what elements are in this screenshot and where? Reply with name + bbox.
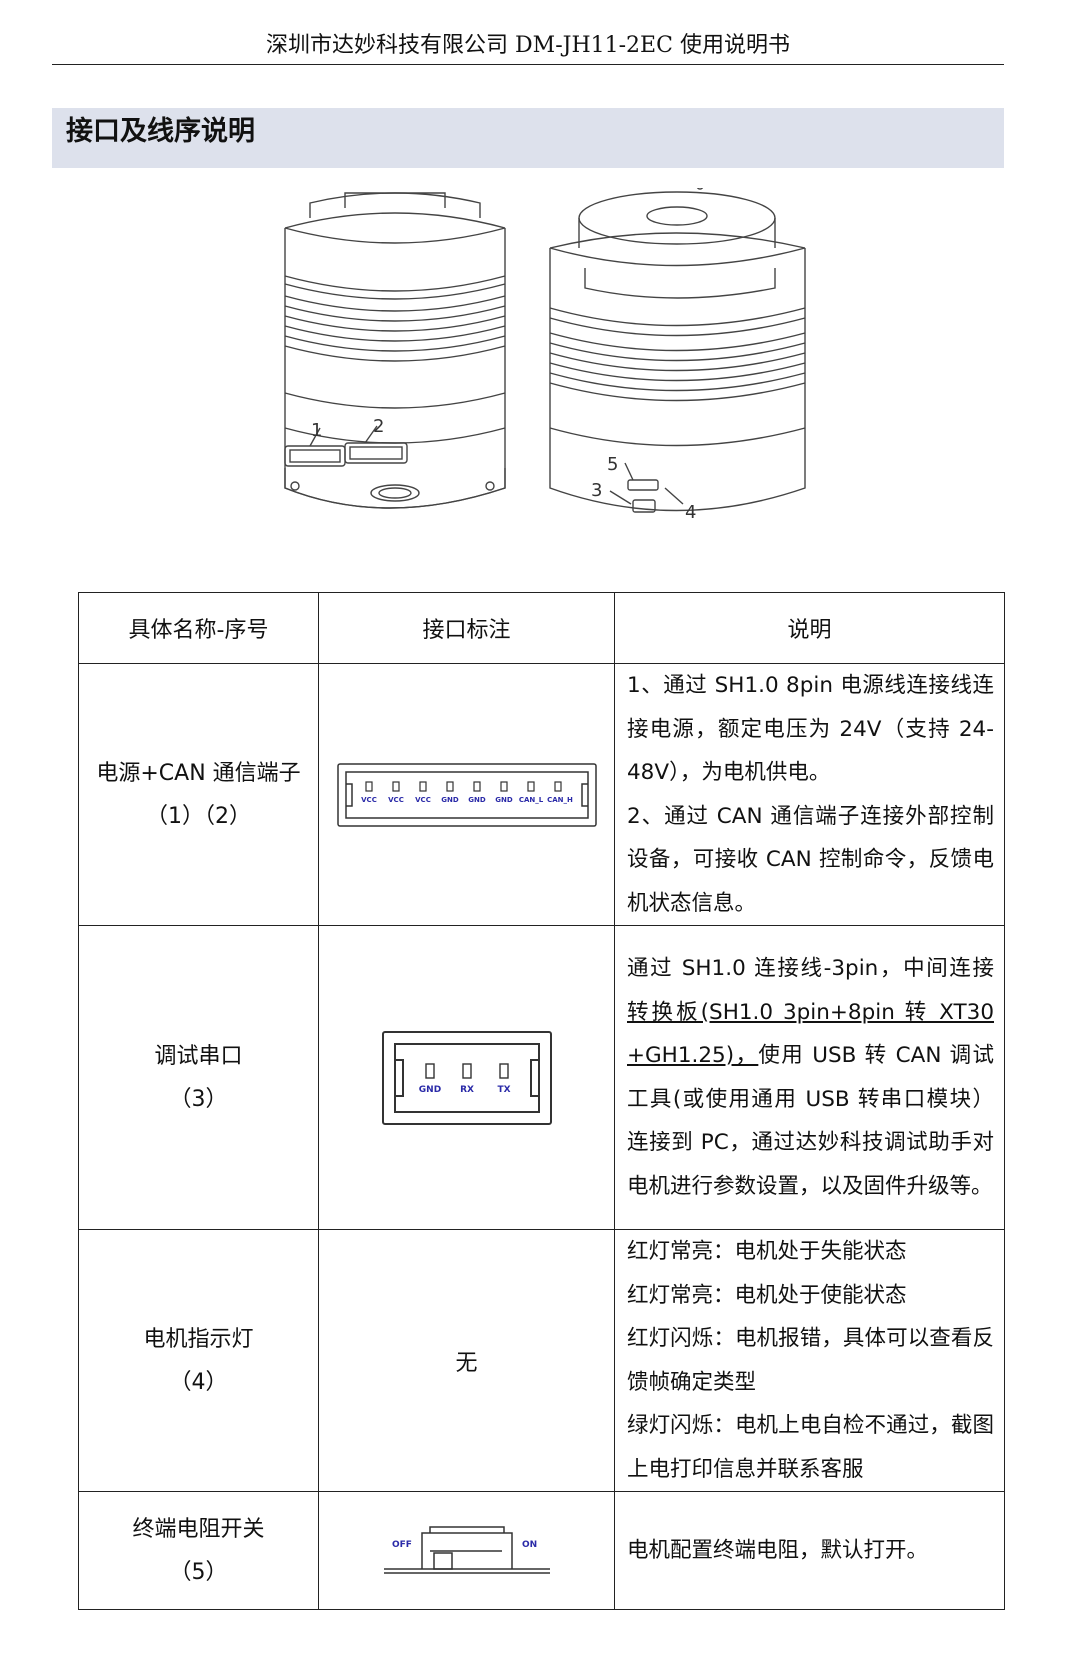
connector-3pin-diagram: GND RX TX: [381, 1030, 552, 1125]
pin-label: GND: [495, 796, 513, 804]
pin-label: GND: [418, 1085, 440, 1095]
desc-text: 通过 SH1.0 连接线-3pin，中间连接: [627, 956, 994, 981]
pin-label: VCC: [361, 796, 377, 804]
row-name: 调试串口: [154, 1043, 243, 1069]
switch-on-label: ON: [522, 1540, 537, 1550]
table-row: 终端电阻开关 （5） OFF ON 电机配置终端电阻，默认打开。: [78, 1491, 1005, 1610]
row-name: 终端电阻开关: [132, 1516, 265, 1542]
header-desc: 说明: [614, 592, 1005, 664]
figure-label-5: 5: [607, 454, 618, 475]
row-desc-cell: 红灯常亮：电机处于失能状态 红灯常亮：电机处于使能状态 红灯闪烁：电机报错，具体…: [614, 1229, 1005, 1492]
row-number: （4）: [169, 1369, 228, 1395]
table-row: 电源+CAN 通信端子 （1）（2）: [78, 663, 1005, 926]
row-number: （5）: [169, 1559, 228, 1585]
row-name-cell: 终端电阻开关 （5）: [78, 1491, 319, 1610]
termination-switch-diagram: OFF ON: [383, 1525, 550, 1574]
row-desc-cell: 通过 SH1.0 连接线-3pin，中间连接转换板(SH1.0 3pin+8pi…: [614, 925, 1005, 1230]
table-header-row: 具体名称-序号 接口标注 说明: [78, 592, 1005, 664]
no-label-cell: 无: [318, 1229, 615, 1492]
pin-label: VCC: [415, 796, 431, 804]
desc-line: 红灯常亮：电机处于使能状态: [627, 1282, 907, 1308]
row-name-cell: 调试串口 （3）: [78, 925, 319, 1230]
motor-illustration: 1 2 3 4 5: [284, 182, 806, 523]
pin-label: VCC: [388, 796, 404, 804]
figure-label-4: 4: [685, 502, 696, 523]
row-number: （3）: [169, 1086, 228, 1112]
figure-label-3: 3: [591, 480, 602, 501]
motor-figure: 1 2 3 4 5: [255, 182, 855, 578]
row-number: （1）（2）: [146, 803, 251, 829]
pin-label: CAN_L: [518, 796, 543, 804]
desc-line: 电机配置终端电阻，默认打开。: [627, 1537, 929, 1563]
header-name: 具体名称-序号: [78, 592, 319, 664]
desc-line: 红灯闪烁：电机报错，具体可以查看反馈帧确定类型: [627, 1326, 994, 1395]
pin-label: TX: [497, 1085, 510, 1095]
document-header: 深圳市达妙科技有限公司 DM-JH11-2EC 使用说明书: [52, 28, 1004, 65]
connector-8pin-cell: VCC VCC VCC GND GND GND CAN_L CAN_H: [318, 663, 615, 926]
figure-label-2: 2: [373, 416, 384, 437]
pin-label: CAN_H: [547, 796, 573, 804]
connector-3pin-cell: GND RX TX: [318, 925, 615, 1230]
desc-line: 绿灯闪烁：电机上电自检不通过，截图上电打印信息并联系客服: [627, 1413, 994, 1482]
row-name-cell: 电机指示灯 （4）: [78, 1229, 319, 1492]
desc-paragraph: 通过 SH1.0 连接线-3pin，中间连接转换板(SH1.0 3pin+8pi…: [627, 947, 994, 1208]
desc-line: 红灯常亮：电机处于失能状态: [627, 1239, 907, 1264]
section-title: 接口及线序说明: [52, 108, 1004, 168]
interface-table: 具体名称-序号 接口标注 说明 电源+CAN 通信端子 （1）（2）: [78, 592, 1005, 1610]
header-label: 接口标注: [318, 592, 615, 664]
pin-label: GND: [468, 796, 486, 804]
row-desc-cell: 1、通过 SH1.0 8pin 电源线连接线连接电源，额定电压为 24V（支持 …: [614, 663, 1005, 926]
row-name: 电源+CAN 通信端子: [96, 760, 301, 786]
pin-label: GND: [441, 796, 459, 804]
row-name: 电机指示灯: [143, 1326, 254, 1352]
figure-label-1: 1: [311, 420, 322, 441]
row-name-cell: 电源+CAN 通信端子 （1）（2）: [78, 663, 319, 926]
connector-8pin-diagram: VCC VCC VCC GND GND GND CAN_L CAN_H: [336, 762, 597, 827]
table-row: 调试串口 （3） GND RX TX: [78, 925, 1005, 1230]
desc-text: 使用 USB 转 CAN 调试工具(或使用通用 USB 转串口模块）连接到 PC…: [627, 1043, 994, 1199]
desc-line: 1、通过 SH1.0 8pin 电源线连接线连接电源，额定电压为 24V（支持 …: [627, 673, 994, 785]
desc-line: 2、通过 CAN 通信端子连接外部控制设备，可接收 CAN 控制命令，反馈电机状…: [627, 803, 994, 916]
switch-off-label: OFF: [392, 1540, 412, 1550]
pin-label: RX: [460, 1085, 474, 1095]
desc-underlined: 转换板(SH1.0 3pin+8pin 转 XT30 +GH1.25)，: [627, 999, 994, 1069]
row-desc-cell: 电机配置终端电阻，默认打开。: [614, 1491, 1005, 1610]
switch-cell: OFF ON: [318, 1491, 615, 1610]
table-row: 电机指示灯 （4） 无 红灯常亮：电机处于失能状态 红灯常亮：电机处于使能状态 …: [78, 1229, 1005, 1492]
